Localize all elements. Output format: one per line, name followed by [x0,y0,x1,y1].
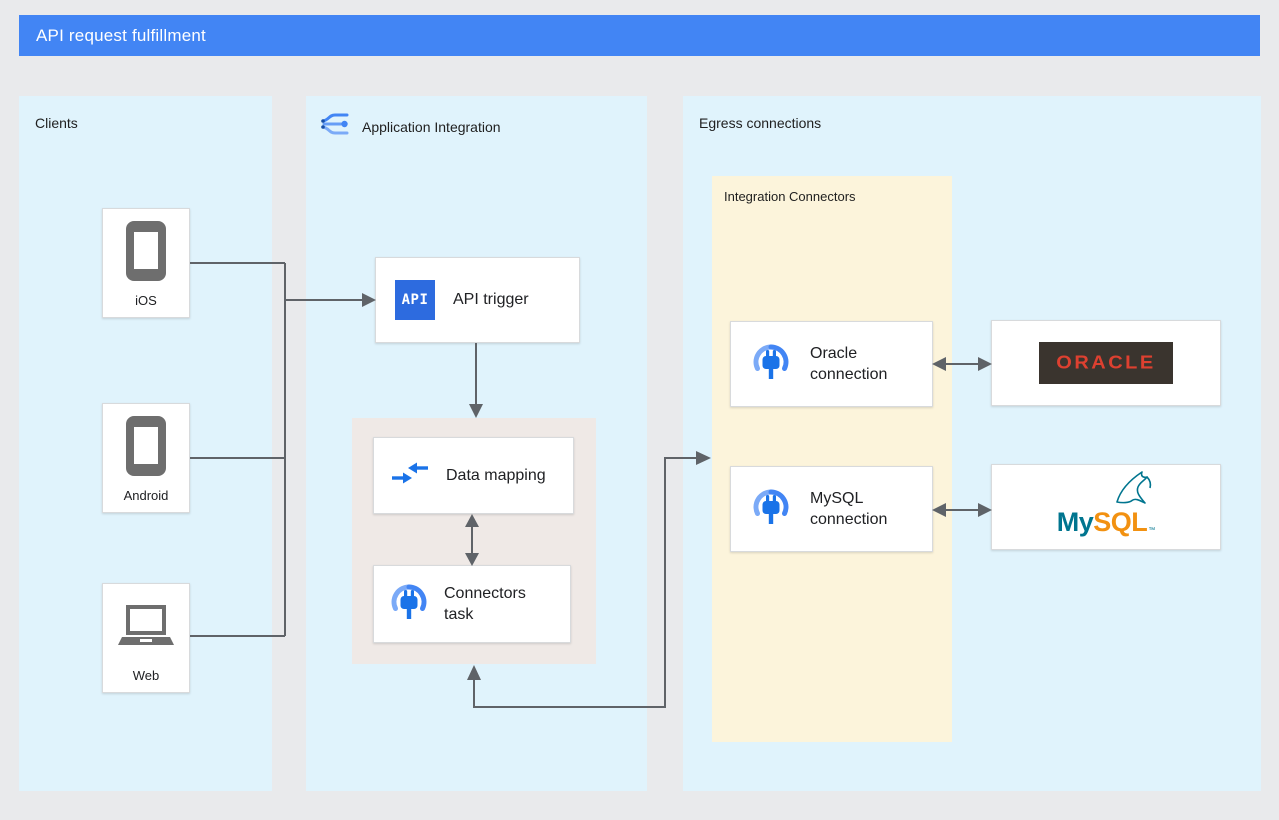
integration-connectors-group: Integration Connectors [712,176,952,742]
mysql-dolphin-icon [1116,471,1152,504]
data-mapping-node: Data mapping [373,437,574,514]
header-bar: API request fulfillment [19,15,1260,56]
api-icon: API [395,280,435,320]
client-label: Web [132,668,160,683]
oracle-connection-node: Oracle connection [730,321,933,407]
node-label: Connectors task [444,584,526,623]
node-label: Oracle connection [810,344,888,383]
web-client-card: Web [102,583,190,693]
node-label: API trigger [453,291,529,309]
oracle-logo-card: ORACLE [991,320,1221,406]
oracle-logo: ORACLE [1039,342,1173,384]
phone-icon [103,209,189,293]
clients-panel-title: Clients [35,115,78,131]
android-client-card: Android [102,403,190,513]
data-mapping-icon [390,459,430,492]
application-integration-icon [318,108,350,145]
integration-connectors-group-title: Integration Connectors [724,189,856,204]
client-label: Android [123,488,169,503]
api-trigger-node: API API trigger [375,257,580,343]
client-label: iOS [135,293,157,308]
node-label: Data mapping [446,466,546,484]
laptop-icon [103,584,189,668]
connectors-icon [750,341,792,388]
diagram-title: API request fulfillment [36,25,206,45]
egress-panel-title: Egress connections [699,115,822,131]
connectors-icon [750,486,792,533]
mysql-connection-node: MySQL connection [730,466,933,552]
phone-icon [103,404,189,488]
node-label: MySQL connection [810,489,888,528]
application-integration-title: Application Integration [362,118,501,135]
connectors-icon [388,581,430,628]
connectors-task-node: Connectors task [373,565,571,643]
ios-client-card: iOS [102,208,190,318]
